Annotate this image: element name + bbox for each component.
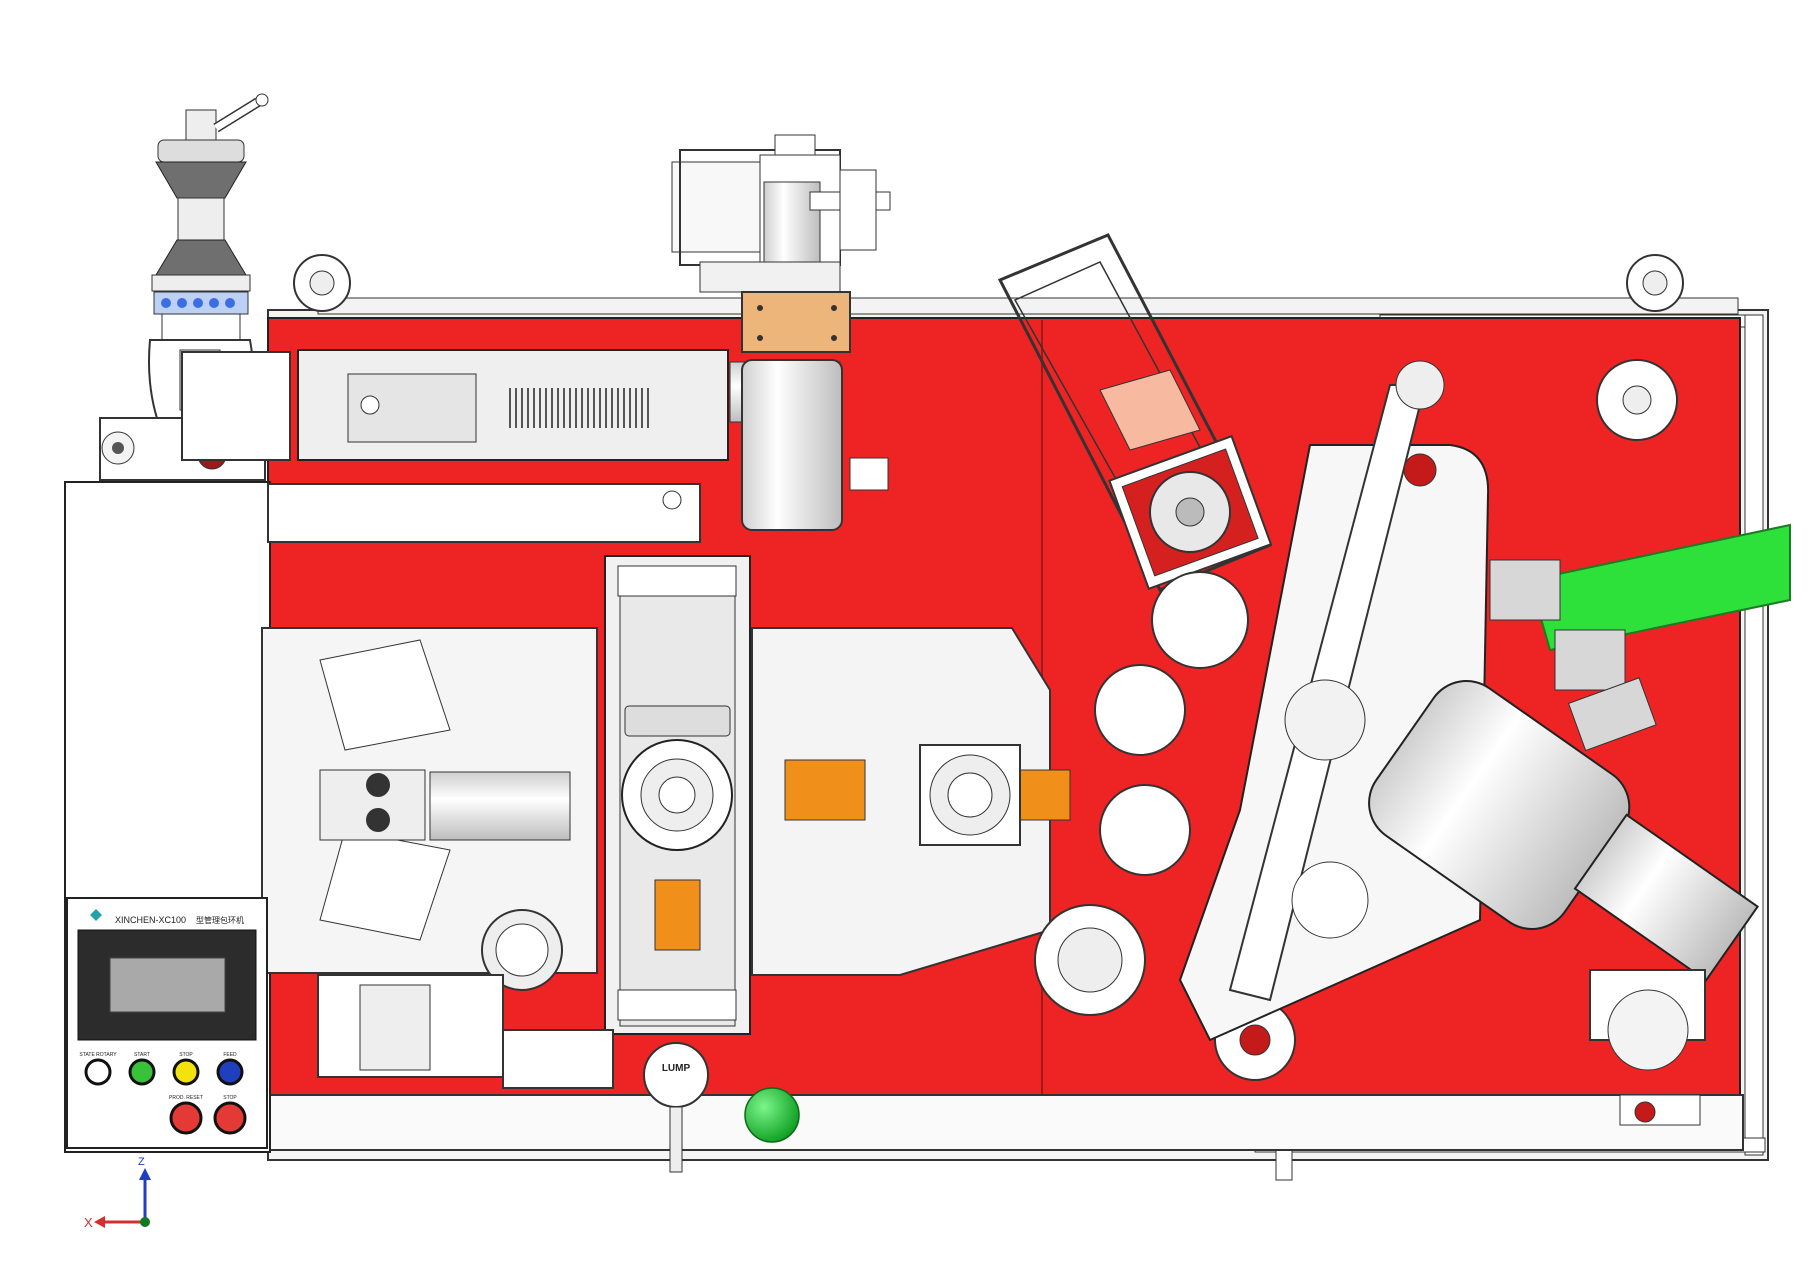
center-right-housing [751,627,1071,976]
pressure-gauge: LUMP [643,1042,709,1173]
axis-z-label: Z [138,1156,145,1168]
panel-button-5[interactable] [169,1101,203,1135]
conveyor-belt [1528,523,1791,652]
heater-housing [181,349,729,543]
panel-button-label-2: START [134,1052,150,1058]
diagonal-press-frame [1178,360,1490,1042]
panel-button-label-1: STATE ROTARY [79,1052,117,1058]
panel-brand-suffix: 型管理包环机 [196,915,244,925]
axis-indicator: X Z [84,1156,151,1230]
panel-button-3[interactable] [172,1058,200,1086]
axis-x-label: X [84,1215,93,1230]
panel-button-label-3: STOP [179,1052,193,1058]
right-side-parts [1554,359,1706,1126]
panel-button-6[interactable] [213,1101,247,1135]
panel-button-1[interactable] [84,1058,112,1086]
vertical-cylinder [729,359,889,531]
control-panel: XINCHEN-XC100 型管理包环机 [66,897,268,1149]
panel-button-label-5: PROD. RESET [169,1095,203,1101]
central-wrap-station [604,555,751,1035]
panel-buttons: STATE ROTARY START STOP FEED PROD. RESET STOP [79,1052,247,1135]
panel-button-2[interactable] [128,1058,156,1086]
bottom-rail [267,1094,1744,1151]
panel-brand: XINCHEN-XC100 [115,915,186,925]
lower-motor [317,974,614,1089]
green-knob[interactable] [744,1087,800,1143]
left-mechanism-plate [261,627,598,991]
panel-button-label-6: STOP [223,1095,237,1101]
gauge-label: LUMP [662,1063,691,1074]
panel-button-4[interactable] [216,1058,244,1086]
top-rail [293,254,1739,315]
belt-clamp [1489,559,1561,621]
panel-button-label-4: FEED [223,1052,237,1058]
top-clamp-unit [671,134,891,353]
panel-screen[interactable] [109,957,226,1013]
angled-feeder-arm [997,233,1273,592]
main-press-cylinder [1368,680,1760,982]
